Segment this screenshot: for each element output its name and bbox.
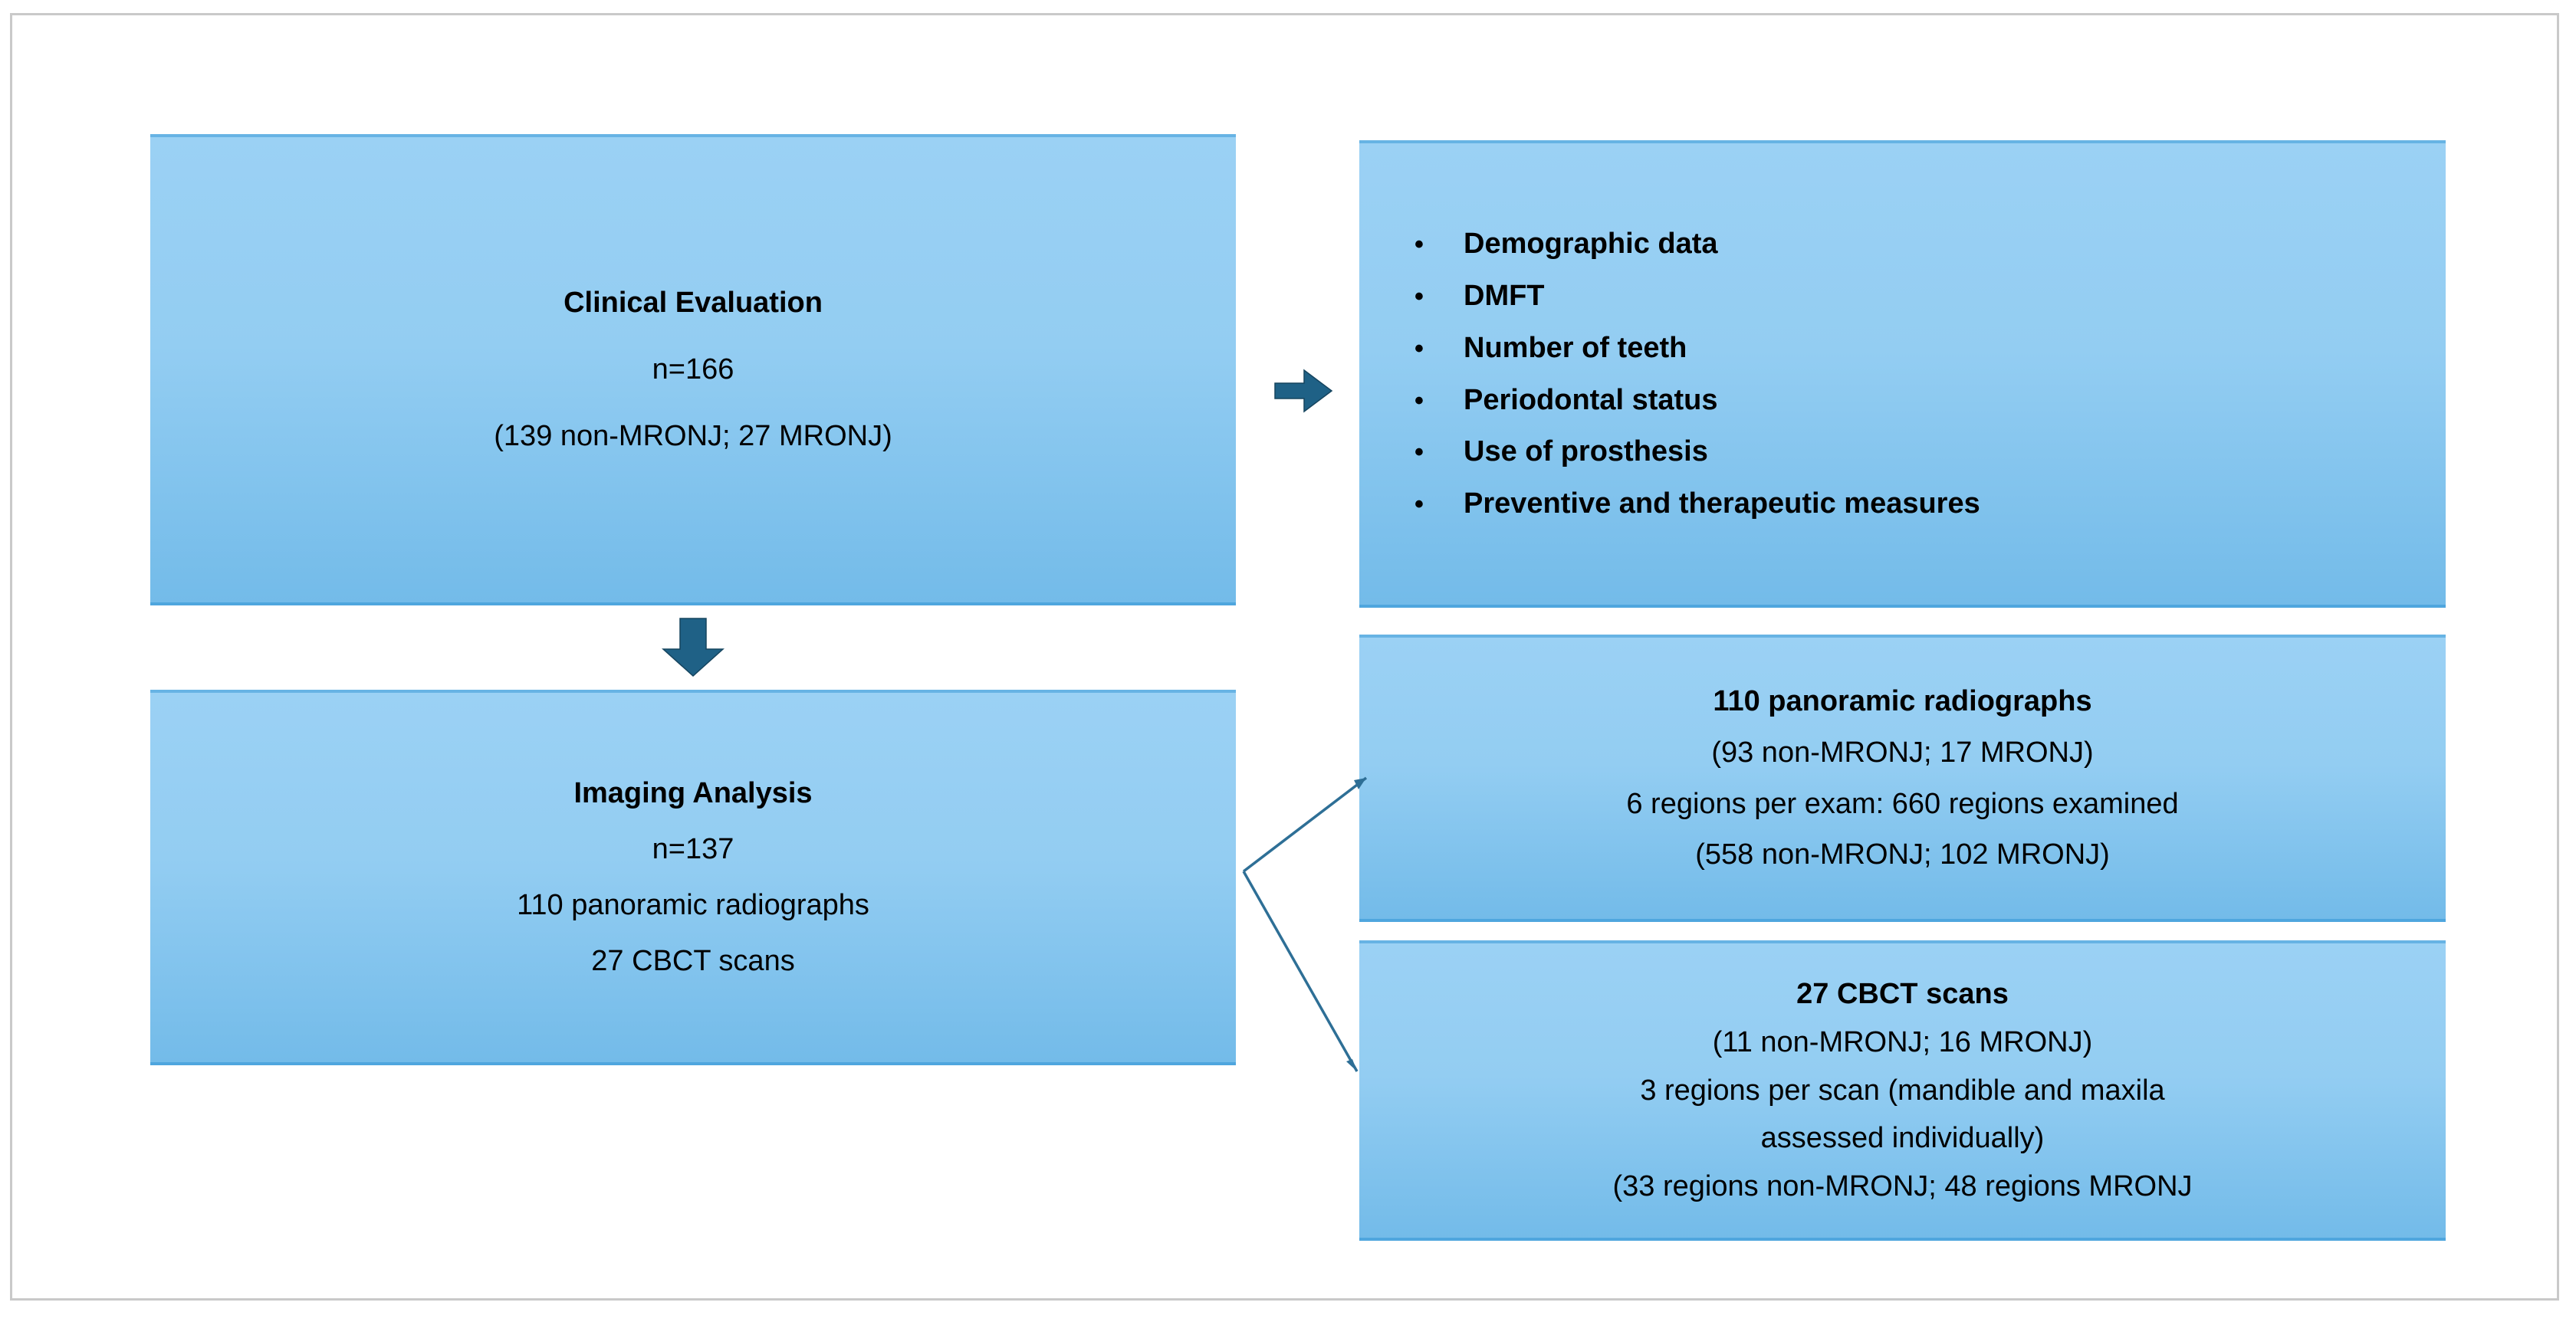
panoramic-breakdown: (93 non-MRONJ; 17 MRONJ)	[1711, 736, 2094, 769]
list-item-label: Demographic data	[1464, 227, 1718, 260]
list-item-label: Use of prosthesis	[1464, 435, 1708, 468]
box-panoramic-radiographs: 110 panoramic radiographs (93 non-MRONJ;…	[1359, 635, 2446, 922]
box-cbct-scans: 27 CBCT scans (11 non-MRONJ; 16 MRONJ) 3…	[1359, 940, 2446, 1241]
bullet-icon: •	[1414, 438, 1424, 467]
list-item: • Use of prosthesis	[1414, 429, 1980, 474]
clinical-evaluation-breakdown: (139 non-MRONJ; 27 MRONJ)	[494, 419, 892, 452]
cbct-title: 27 CBCT scans	[1796, 977, 2009, 1010]
list-item: • Periodontal status	[1414, 378, 1980, 423]
connector-to-cbct	[1242, 871, 1359, 1072]
cbct-breakdown: (11 non-MRONJ; 16 MRONJ)	[1712, 1025, 2093, 1058]
box-clinical-parameters: • Demographic data • DMFT • Number of te…	[1359, 140, 2446, 608]
cbct-regions-line-1: 3 regions per scan (mandible and maxila	[1640, 1074, 2165, 1107]
connector-split-lines	[1242, 776, 1368, 1072]
bullet-icon: •	[1414, 385, 1424, 415]
box-clinical-evaluation: Clinical Evaluation n=166 (139 non-MRONJ…	[150, 134, 1236, 605]
bullet-icon: •	[1414, 490, 1424, 520]
list-item: • Preventive and therapeutic measures	[1414, 481, 1980, 527]
list-item-label: Preventive and therapeutic measures	[1464, 487, 1980, 520]
clinical-evaluation-title: Clinical Evaluation	[564, 287, 823, 320]
bullet-icon: •	[1414, 281, 1424, 311]
list-item: • Number of teeth	[1414, 326, 1980, 371]
imaging-analysis-cbct-line: 27 CBCT scans	[591, 944, 795, 977]
arrow-down-icon	[662, 618, 724, 677]
cbct-regions-breakdown: (33 regions non-MRONJ; 48 regions MRONJ	[1612, 1170, 2193, 1203]
panoramic-title: 110 panoramic radiographs	[1713, 684, 2092, 717]
arrowhead-cbct	[1346, 1059, 1357, 1071]
arrowhead-panoramic	[1354, 778, 1366, 789]
figure-frame: Clinical Evaluation n=166 (139 non-MRONJ…	[10, 13, 2559, 1301]
bullet-icon: •	[1414, 333, 1424, 363]
box-imaging-analysis: Imaging Analysis n=137 110 panoramic rad…	[150, 690, 1236, 1065]
imaging-analysis-count: n=137	[652, 833, 734, 866]
cbct-regions-line-2: assessed individually)	[1760, 1122, 2045, 1155]
imaging-analysis-panoramic-line: 110 panoramic radiographs	[517, 889, 869, 921]
panoramic-regions: 6 regions per exam: 660 regions examined	[1626, 787, 2179, 820]
imaging-analysis-title: Imaging Analysis	[573, 777, 813, 810]
panoramic-regions-breakdown: (558 non-MRONJ; 102 MRONJ)	[1695, 838, 2110, 871]
arrow-right-icon	[1274, 369, 1333, 413]
connector-to-panoramic	[1242, 776, 1368, 873]
list-item: • DMFT	[1414, 274, 1980, 319]
list-item-label: Periodontal status	[1464, 383, 1718, 416]
list-item-label: Number of teeth	[1464, 331, 1687, 364]
list-item: • Demographic data	[1414, 221, 1980, 267]
clinical-parameters-list: • Demographic data • DMFT • Number of te…	[1414, 215, 1980, 533]
list-item-label: DMFT	[1464, 279, 1545, 312]
clinical-evaluation-count: n=166	[652, 353, 734, 386]
bullet-icon: •	[1414, 229, 1424, 259]
